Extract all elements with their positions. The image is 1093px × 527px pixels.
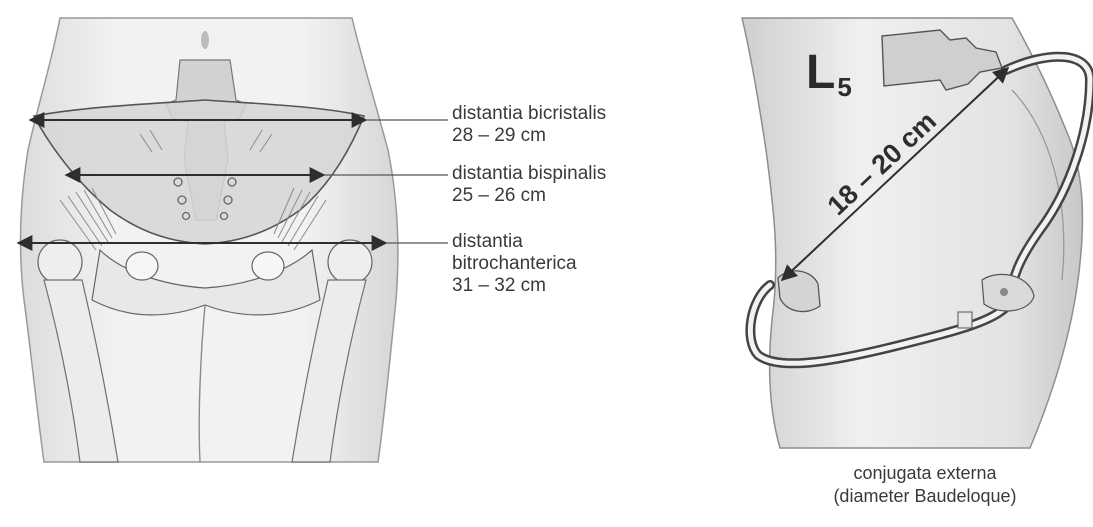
obturator-right — [252, 252, 284, 280]
bispinal-label-block: distantia bispinalis 25 – 26 cm — [452, 163, 606, 207]
bispinal-value: 25 – 26 cm — [452, 185, 606, 207]
anterior-pelvis-figure — [18, 18, 448, 462]
trochanter-right — [328, 240, 372, 284]
l5-subscript: 5 — [837, 72, 851, 102]
bicristal-value: 28 – 29 cm — [452, 125, 606, 147]
bitrochanteric-name-line2: bitrochanterica — [452, 253, 577, 275]
lateral-pelvis-figure — [742, 18, 1090, 448]
caption-line1: conjugata externa — [800, 462, 1050, 485]
trochanter-left — [38, 240, 82, 284]
bispinal-name: distantia bispinalis — [452, 163, 606, 185]
bicristal-name: distantia bicristalis — [452, 103, 606, 125]
bitrochanteric-value: 31 – 32 cm — [452, 275, 577, 297]
obturator-left — [126, 252, 158, 280]
bicristal-label-block: distantia bicristalis 28 – 29 cm — [452, 103, 606, 147]
bitrochanteric-label-block: distantia bitrochanterica 31 – 32 cm — [452, 231, 577, 297]
caption-line2: (diameter Baudeloque) — [800, 485, 1050, 508]
navel-shape — [201, 31, 209, 49]
bitrochanteric-name: distantia — [452, 231, 577, 253]
lateral-caption: conjugata externa (diameter Baudeloque) — [800, 462, 1050, 508]
